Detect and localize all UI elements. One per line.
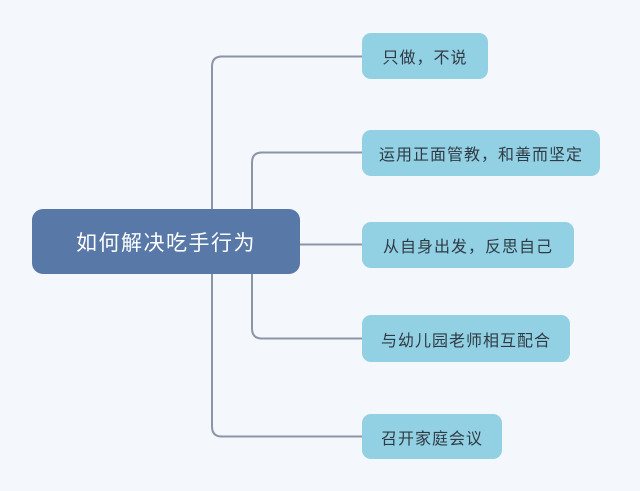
branch-node-4-label: 与幼儿园老师相互配合: [380, 330, 551, 350]
connector-branch-5: [211, 273, 363, 438]
connector-branch-1: [211, 55, 363, 210]
connector-branch-4: [251, 273, 363, 340]
branch-node-2-label: 运用正面管教，和善而坚定: [378, 145, 583, 164]
root-node[interactable]: 如何解决吃手行为: [32, 209, 300, 274]
branch-node-5[interactable]: 召开家庭会议: [362, 414, 502, 459]
branch-node-1-label: 只做，不说: [382, 48, 468, 67]
branch-node-3[interactable]: 从自身出发，反思自己: [362, 222, 574, 268]
connector-branch-2: [251, 151, 363, 210]
branch-node-4[interactable]: 与幼儿园老师相互配合: [362, 315, 570, 362]
branch-node-5-label: 召开家庭会议: [380, 428, 483, 448]
branch-node-2[interactable]: 运用正面管教，和善而坚定: [362, 130, 600, 176]
branch-node-3-label: 从自身出发，反思自己: [382, 237, 553, 256]
root-node-label: 如何解决吃手行为: [76, 230, 256, 255]
branch-node-1[interactable]: 只做，不说: [362, 33, 488, 79]
